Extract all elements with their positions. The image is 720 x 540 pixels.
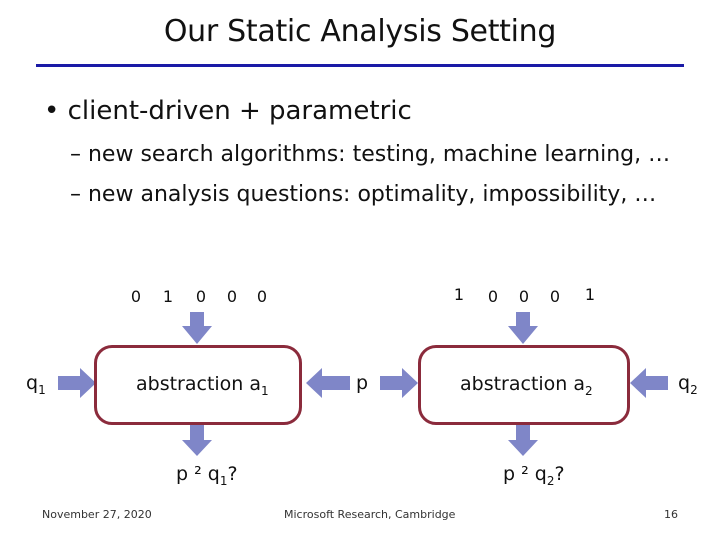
subbullet-search-algorithms: – new search algorithms: testing, machin… (70, 142, 671, 167)
abstraction-a2-box (418, 345, 630, 425)
left-bit-0: 0 (130, 287, 142, 306)
right-bit-0: 1 (453, 285, 465, 304)
title-divider (36, 64, 684, 67)
subbullet-analysis-questions: – new analysis questions: optimality, im… (70, 182, 657, 207)
arrow-bits-to-abstraction-a2 (508, 312, 538, 344)
right-bit-2: 0 (518, 287, 530, 306)
arrow-q2-to-abstraction-a2 (630, 368, 668, 398)
arrow-p-to-abstraction-a1 (306, 368, 350, 398)
abstraction-a1-box (94, 345, 302, 425)
abstraction-a1-label: abstraction a1 (136, 373, 269, 398)
abstraction-a2-label: abstraction a2 (460, 373, 593, 398)
footer-date: November 27, 2020 (42, 508, 152, 521)
slide-title: Our Static Analysis Setting (163, 14, 557, 49)
bullet-dot-icon: • (44, 96, 60, 126)
left-bit-4: 0 (256, 287, 268, 306)
right-bit-3: 0 (549, 287, 561, 306)
left-bit-1: 1 (162, 287, 174, 306)
left-bit-3: 0 (226, 287, 238, 306)
bullet-text: client-driven + parametric (67, 96, 412, 126)
bullet-item: • client-driven + parametric (44, 96, 412, 126)
right-bit-1: 0 (487, 287, 499, 306)
arrow-q1-to-abstraction-a1 (58, 368, 96, 398)
right-bit-4: 1 (584, 285, 596, 304)
query-p-q2: p ² q2? (503, 463, 565, 488)
left-bit-2: 0 (195, 287, 207, 306)
arrow-abstraction-a2-to-query (508, 425, 538, 456)
footer-organization: Microsoft Research, Cambridge (284, 508, 456, 521)
arrow-p-to-abstraction-a2 (380, 368, 418, 398)
query-p-q1: p ² q1? (176, 463, 238, 488)
footer-page-number: 16 (664, 508, 678, 521)
program-p-label: p (356, 372, 369, 394)
query-q1-label: q1 (26, 372, 46, 397)
arrow-bits-to-abstraction-a1 (182, 312, 212, 344)
arrow-abstraction-a1-to-query (182, 425, 212, 456)
query-q2-label: q2 (678, 372, 698, 397)
